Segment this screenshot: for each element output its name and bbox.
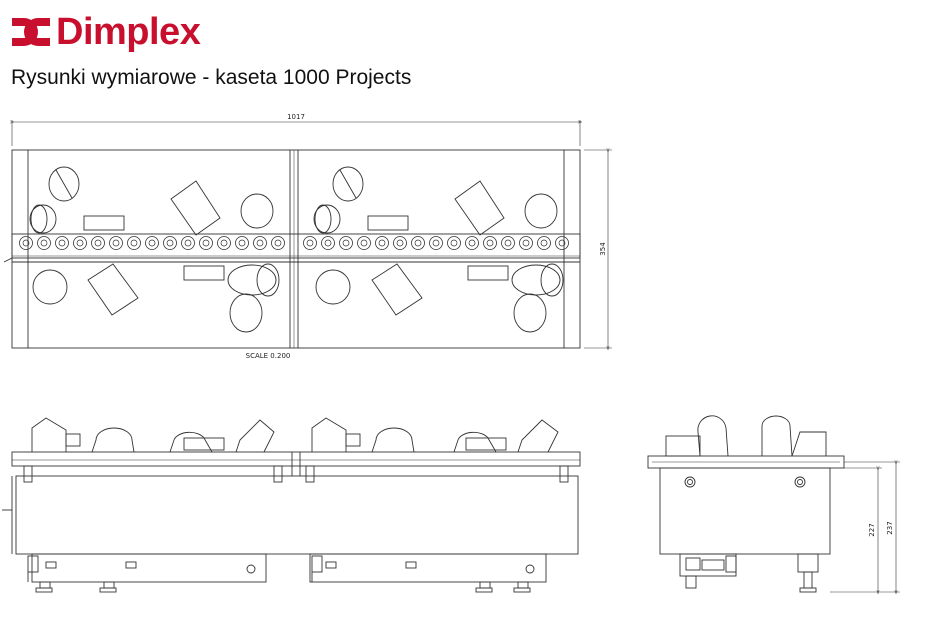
page-title: Rysunki wymiarowe - kaseta 1000 Projects <box>11 66 412 89</box>
scale-label: SCALE 0.200 <box>246 352 291 360</box>
height-inner-label: 227 <box>868 523 876 536</box>
side-view <box>647 415 900 592</box>
brand-name: Dimplex <box>56 11 201 53</box>
front-view <box>2 417 581 593</box>
dimplex-logo: Dimplex <box>10 11 201 53</box>
top-view <box>3 120 612 348</box>
height-outer-label: 237 <box>886 521 894 534</box>
width-dimension-label: 1017 <box>287 113 305 121</box>
dimplex-logo-icon <box>12 18 50 46</box>
depth-dimension-label: 354 <box>599 242 607 256</box>
